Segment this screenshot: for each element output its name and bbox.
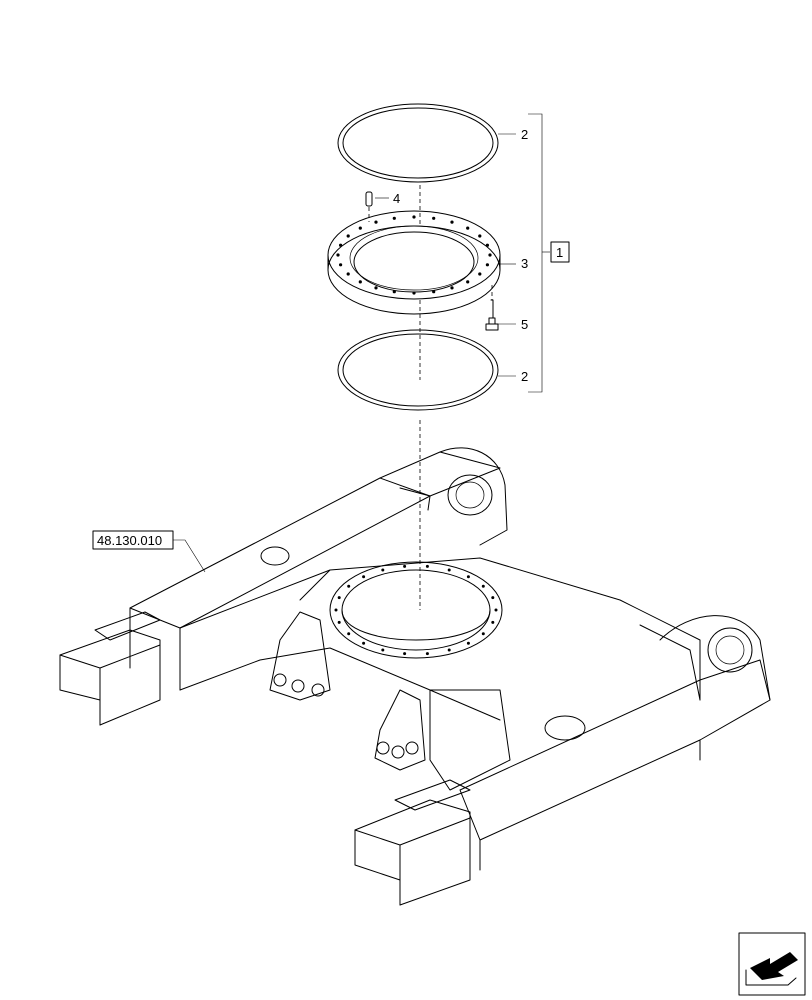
bolt-hole [447, 648, 451, 652]
bolt-hole [337, 596, 341, 600]
bolt-hole [374, 220, 378, 224]
bolt-hole [374, 286, 378, 290]
bolt-hole [481, 632, 485, 636]
callout-4: 4 [393, 191, 400, 206]
seat-bolt-holes [334, 564, 498, 656]
bolt-hole [425, 564, 429, 568]
bolt-hole [485, 243, 489, 247]
bolt-hole [466, 280, 470, 284]
bolt-hole [450, 220, 454, 224]
bolt-hole [466, 226, 470, 230]
reference-link[interactable]: 48.130.010 [92, 530, 206, 573]
bolt-hole [346, 272, 350, 276]
bolt-hole [478, 234, 482, 238]
bolt-hole [347, 632, 351, 636]
bolt-hole [425, 652, 429, 656]
bolt-hole [403, 652, 407, 656]
bolt-hole [362, 641, 366, 645]
bolt-hole [481, 584, 485, 588]
bolt-hole [362, 575, 366, 579]
o-ring-upper[interactable] [337, 103, 499, 183]
bolt-hole [339, 243, 343, 247]
slewing-ring-bearing[interactable] [327, 210, 501, 315]
bolt-hole [358, 226, 362, 230]
reference-label: 48.130.010 [97, 533, 162, 548]
bolt-hole [346, 234, 350, 238]
bolt-hole [392, 216, 396, 220]
bolt-hole [450, 286, 454, 290]
undercarriage-frame[interactable] [59, 447, 771, 906]
o-ring-lower[interactable] [337, 329, 499, 411]
bolt-hole [491, 596, 495, 600]
bolt-hole [381, 648, 385, 652]
bolt-hole [337, 620, 341, 624]
callout-1-box[interactable]: 1 [550, 241, 570, 263]
bolt-hole [336, 253, 340, 257]
bearing-bolt[interactable] [485, 299, 499, 331]
bolt-hole [485, 263, 489, 267]
bolt-hole [432, 216, 436, 220]
bolt-hole [466, 575, 470, 579]
bolt-hole [381, 568, 385, 572]
bolt-hole [347, 584, 351, 588]
callout-5: 5 [521, 317, 528, 332]
bolt-hole [358, 280, 362, 284]
bolt-hole [339, 263, 343, 267]
next-page-arrow-icon[interactable] [738, 932, 806, 996]
bolt-hole [334, 608, 338, 612]
bolt-hole [392, 290, 396, 294]
bearing-bolt-holes [336, 215, 492, 295]
dowel-pin[interactable] [365, 191, 373, 207]
bolt-hole [478, 272, 482, 276]
bolt-hole [403, 564, 407, 568]
bolt-hole [491, 620, 495, 624]
callout-3: 3 [521, 256, 528, 271]
assembly-bracket [528, 113, 550, 393]
callout-1: 1 [556, 245, 563, 260]
bolt-hole [488, 253, 492, 257]
bolt-hole [412, 215, 416, 219]
bolt-hole [447, 568, 451, 572]
callout-2-bottom: 2 [521, 369, 528, 384]
callout-2-top: 2 [521, 127, 528, 142]
bolt-hole [412, 291, 416, 295]
bolt-hole [466, 641, 470, 645]
bolt-hole [494, 608, 498, 612]
bolt-hole [432, 290, 436, 294]
